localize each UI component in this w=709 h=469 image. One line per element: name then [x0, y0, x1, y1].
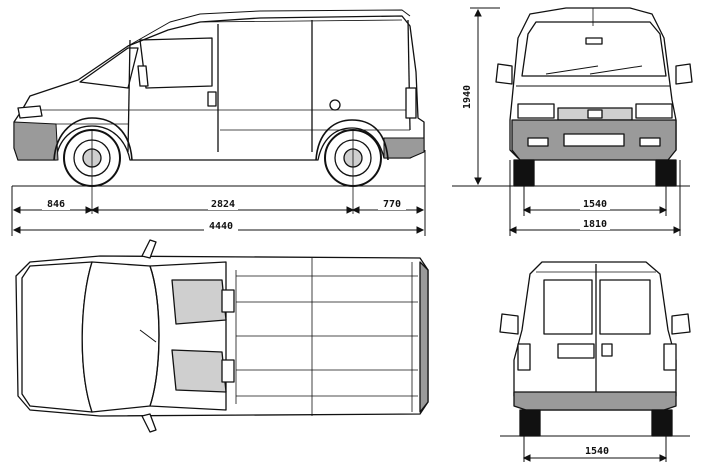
side-view [12, 9, 425, 214]
dim-rear-overhang: 770 [383, 199, 401, 210]
dim-overall-width: 1810 [583, 219, 607, 230]
rear-view [499, 261, 691, 437]
dim-front-overhang: 846 [47, 199, 65, 210]
dim-overall-length: 4440 [209, 221, 233, 232]
dim-overall-height: 1940 [462, 85, 473, 109]
front-view [452, 7, 693, 187]
dim-rear-track: 1540 [585, 446, 609, 457]
dim-wheelbase: 2824 [211, 199, 235, 210]
rear-dimension-lines [522, 436, 668, 462]
front-dimension-labels: 1940 1540 1810 [460, 80, 610, 230]
top-view [15, 239, 429, 433]
side-dimension-labels: 846 2824 770 4440 [42, 198, 406, 232]
dim-front-track: 1540 [583, 199, 607, 210]
rear-dimension-labels: 1540 [582, 445, 612, 457]
